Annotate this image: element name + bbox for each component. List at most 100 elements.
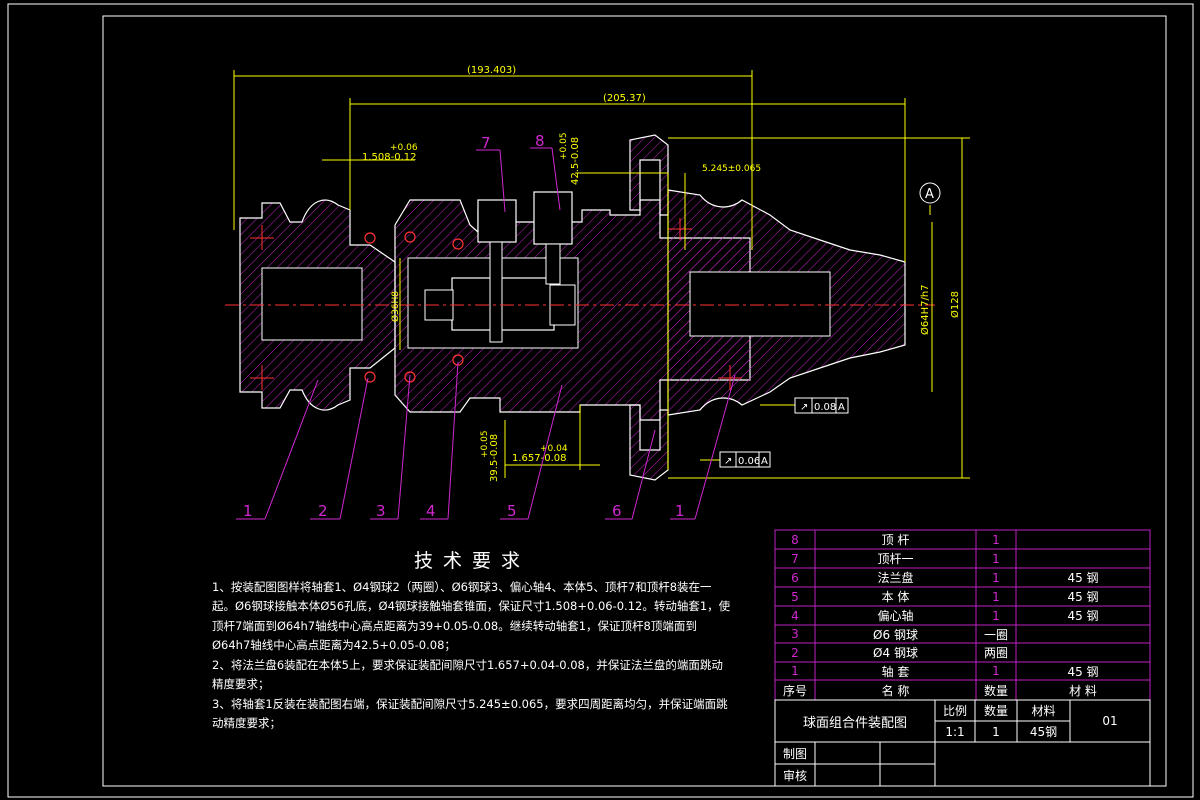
bom-qty: 1 bbox=[992, 570, 1000, 585]
bom-qty: 1 bbox=[992, 532, 1000, 547]
dim-gap: 5.245±0.065 bbox=[702, 164, 761, 174]
qty-value: 1 bbox=[992, 724, 1000, 739]
bom-qty: 1 bbox=[992, 551, 1000, 566]
dim-val-top: 1.508-0.12 bbox=[362, 152, 417, 163]
bom-no: 6 bbox=[791, 570, 799, 585]
dim-dia-outer: Ø128 bbox=[949, 291, 961, 318]
bom-name: 本 体 bbox=[881, 590, 910, 604]
bom-header-qty: 数量 bbox=[983, 683, 1008, 698]
checked-by-label: 审核 bbox=[782, 768, 807, 783]
bom-no: 2 bbox=[791, 645, 799, 660]
bom-mat bbox=[1016, 643, 1150, 662]
ball-top-2 bbox=[404, 231, 416, 243]
bom-name: 法兰盘 bbox=[877, 571, 914, 585]
balloon-4: 4 bbox=[426, 502, 436, 520]
bom-no: 5 bbox=[791, 589, 799, 604]
drawing-title: 球面组合件装配图 bbox=[802, 715, 907, 731]
dim-dia-right: Ø64H7/h7 bbox=[919, 284, 931, 335]
dimension-texts: (193.403) (205.37) +0.06 1.508-0.12 +0.0… bbox=[362, 65, 961, 482]
balloon-3: 3 bbox=[376, 502, 386, 520]
bom-qty: 两圈 bbox=[983, 646, 1008, 660]
material-value: 45钢 bbox=[1029, 725, 1058, 739]
tech-line-1: 1、按装配图图样将轴套1、Ø4钢球2（两圈）、Ø6钢球3、偏心轴4、本体5、顶杆… bbox=[212, 579, 731, 653]
bom-name: 顶杆一 bbox=[877, 552, 914, 566]
push-rod-8-stem bbox=[545, 243, 561, 285]
bom-name: Ø6 钢球 bbox=[873, 627, 918, 642]
right-bore bbox=[689, 271, 831, 337]
bom-mat bbox=[1016, 625, 1150, 643]
bom-mat: 45 钢 bbox=[1067, 664, 1099, 679]
outer-frame bbox=[7, 3, 1194, 798]
runout-ref-1: A bbox=[838, 402, 845, 413]
runout-frame-2: ↗ 0.06 A bbox=[719, 451, 771, 468]
part-eccentric-shaft bbox=[451, 277, 555, 331]
bom-mat: 45 钢 bbox=[1067, 609, 1099, 623]
assembly-section-view bbox=[225, 134, 935, 481]
svg-text:↗: ↗ bbox=[724, 456, 732, 467]
balloon-leaders bbox=[236, 147, 736, 520]
bom-name: Ø4 钢球 bbox=[873, 646, 918, 660]
balloon-numbers: 7 8 1 2 3 4 5 6 1 bbox=[243, 132, 685, 520]
bom-header-no: 序号 bbox=[782, 683, 807, 698]
technical-requirements: 技术要求 1、按装配图图样将轴套1、Ø4钢球2（两圈）、Ø6钢球3、偏心轴4、本… bbox=[212, 550, 732, 734]
bom-mat: 45 钢 bbox=[1067, 590, 1099, 604]
ball-top-3 bbox=[452, 238, 464, 250]
push-rod-7-stem bbox=[489, 241, 503, 343]
datum-letter: A bbox=[925, 187, 934, 202]
sleeve-bore bbox=[261, 267, 363, 341]
drawing-number: 01 bbox=[1102, 714, 1118, 728]
dim-val-mid: 42.5-0.08 bbox=[570, 137, 581, 185]
bom-no: 8 bbox=[791, 532, 799, 547]
bom-name: 顶 杆 bbox=[881, 533, 910, 547]
bom-qty: 一圈 bbox=[983, 627, 1008, 642]
bom-mat bbox=[1016, 530, 1150, 549]
ball-bot-2 bbox=[404, 371, 416, 383]
bom-qty: 1 bbox=[992, 608, 1000, 623]
bom-mat: 45 钢 bbox=[1067, 571, 1099, 585]
bom-no: 3 bbox=[791, 627, 799, 641]
dim-overall-1: (193.403) bbox=[467, 65, 516, 76]
drawn-by-label: 制图 bbox=[782, 746, 807, 761]
tech-line-3: 3、将轴套1反装在装配图右端，保证装配间隙尺寸5.245±0.065，要求四周距… bbox=[212, 696, 728, 731]
bom-header-name: 名 称 bbox=[881, 683, 910, 698]
qty-label: 数量 bbox=[983, 704, 1008, 718]
dim-tol-bot1: +0.05 bbox=[480, 430, 490, 458]
dim-val-bot2: 1.657-0.08 bbox=[512, 453, 567, 464]
bom-qty: 1 bbox=[992, 664, 1000, 678]
bom-name: 偏心轴 bbox=[877, 609, 914, 623]
bom-no: 4 bbox=[791, 608, 799, 623]
bom-mat bbox=[1016, 549, 1150, 568]
dim-tol-top: +0.06 bbox=[390, 143, 418, 153]
title-block-grid bbox=[774, 699, 1151, 787]
balloon-7: 7 bbox=[481, 134, 491, 152]
dim-val-bot1: 39.5-0.08 bbox=[489, 434, 500, 482]
bom-header-mat: 材 料 bbox=[1069, 683, 1097, 698]
datum-symbol: A bbox=[919, 182, 941, 204]
runout-ref-2: A bbox=[761, 456, 768, 467]
dim-tol-bot2: +0.04 bbox=[540, 444, 568, 454]
runout-frame-1: ↗ 0.08 A bbox=[794, 397, 849, 414]
dimension-lines bbox=[233, 70, 970, 479]
tech-line-2: 2、将法兰盘6装配在本体5上，要求保证装配间隙尺寸1.657+0.04-0.08… bbox=[212, 657, 723, 692]
bom-qty: 1 bbox=[992, 589, 1000, 604]
ball-top-1 bbox=[364, 232, 376, 244]
scale-value: 1:1 bbox=[945, 724, 965, 739]
runout-value-2: 0.06 bbox=[738, 456, 760, 467]
balloon-2: 2 bbox=[318, 502, 328, 520]
push-rod-8-head bbox=[533, 191, 573, 245]
push-rod-7-head bbox=[477, 199, 517, 243]
bom-no: 1 bbox=[791, 664, 799, 678]
bom-table-grid bbox=[774, 529, 1151, 701]
balloon-1a: 1 bbox=[243, 502, 253, 520]
balloon-1b: 1 bbox=[675, 502, 685, 520]
tech-title: 技术要求 bbox=[413, 550, 530, 572]
inner-frame bbox=[102, 15, 1167, 787]
dim-overall-2: (205.37) bbox=[603, 93, 646, 104]
balloon-5: 5 bbox=[507, 502, 517, 520]
dim-tol-mid: +0.05 bbox=[559, 132, 569, 160]
material-label: 材料 bbox=[1031, 704, 1056, 718]
ball-bot-1 bbox=[364, 371, 376, 383]
runout-value-1: 0.08 bbox=[814, 402, 836, 413]
scale-label: 比例 bbox=[942, 704, 967, 718]
